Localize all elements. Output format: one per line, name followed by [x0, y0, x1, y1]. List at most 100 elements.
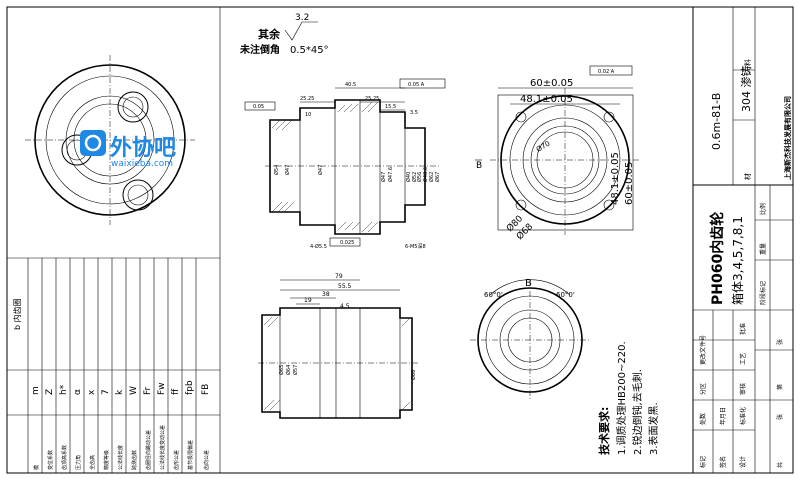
tech-req-title: 技术要求:	[597, 407, 611, 455]
tb-cell: 分区	[699, 383, 707, 395]
gear-label-x: x	[87, 389, 97, 395]
dim-4-5: 4.5	[340, 303, 350, 310]
section-b-view: B 60°0' 60°0'	[470, 278, 590, 400]
material: 304 渗铸	[739, 66, 753, 113]
table-row-label: 变位系数	[47, 450, 54, 470]
table-row-label: 压力角	[75, 455, 82, 470]
gear-label-fpb: fpb	[185, 380, 195, 395]
table-row-label: 齿形公差	[173, 450, 180, 470]
tb-cell: 设计	[739, 456, 747, 468]
company-name: 上海斯杰科技发展有限公司	[783, 96, 792, 180]
tb-cell: 张	[776, 339, 784, 345]
dim-40-5: 40.5	[345, 82, 356, 88]
table-row-label: 模	[33, 465, 40, 470]
dim-25-25-b: 25.25	[365, 96, 379, 102]
tech-req-item-1: 1.调质处理HB200~220.	[616, 341, 628, 455]
tol-frame-left: 0.05	[253, 104, 264, 110]
gear-params-header: b 内齿圈	[12, 298, 22, 330]
dim-79: 79	[335, 273, 343, 280]
angle-right: 60°0'	[556, 291, 575, 299]
surface-notes: 其余 3.2 未注倒角 0.5*45°	[239, 13, 329, 56]
dim-15-5: 15.5	[385, 104, 396, 110]
gear-label-z: Z	[45, 389, 55, 395]
dim-19: 19	[304, 297, 312, 304]
tech-req-item-2: 2.锐边倒钝,去毛刺.	[631, 369, 644, 455]
dim-10: 10	[305, 112, 311, 118]
end-view: 60±0.05 48.1±0.05 48.1±0.05 60±0.05 Ø80 …	[475, 65, 640, 242]
gear-parameter-table: b 内齿圈 m Z h* α x 7 k W Fr Fw ff fpb FB 模…	[7, 258, 220, 473]
tb-cell: 比例	[759, 203, 767, 215]
table-row-label: 齿向公差	[203, 450, 210, 470]
watermark-brand: 外协吧	[110, 135, 176, 161]
dim-48-v: 48.1±0.05	[610, 152, 621, 205]
gear-label-fb: FB	[201, 384, 211, 395]
tech-req-item-3: 3.表面发黑.	[647, 402, 660, 455]
gear-label-fw: Fw	[157, 382, 167, 395]
tol-frame-top: 0.05 A	[408, 82, 425, 88]
dim-right: Ø47	[380, 172, 387, 182]
tb-cell: 阶段标记	[759, 281, 767, 305]
dim-d47: Ø47	[284, 165, 291, 175]
dim-right: Ø40	[405, 172, 412, 182]
tb-cell: 审核	[739, 383, 747, 395]
dim-55-5: 55.5	[338, 283, 352, 290]
roughness-value: 3.2	[295, 13, 309, 23]
tb-cell: 第	[776, 384, 784, 390]
dim-right: Ø67	[434, 172, 441, 182]
dim-right: Ø56	[416, 172, 423, 182]
tb-cell: 标记	[699, 456, 707, 468]
tb-cell: 更改文件号	[699, 335, 707, 365]
tb-cell: 年月日	[719, 407, 727, 425]
table-row-label: 精度等级	[103, 450, 110, 470]
gear-label-w: W	[129, 386, 139, 395]
tb-cell: 签名	[719, 456, 727, 468]
dim-60-v: 60±0.05	[624, 162, 635, 205]
table-row-label: 基节极限偏差	[187, 440, 194, 470]
section-mark-b: B	[476, 161, 482, 171]
dim-d47b: Ø47	[317, 165, 324, 175]
table-row-label: 全齿高	[89, 455, 96, 470]
table-row-label: 公法线长度变动公差	[159, 425, 166, 470]
dim-right: Ø47.6	[387, 167, 394, 182]
dim-d57: Ø57	[292, 365, 299, 375]
dim-d65: Ø65	[278, 365, 285, 375]
note-thread: 6-M5深8	[405, 243, 426, 250]
table-row-label: 公法线长度	[117, 445, 124, 470]
tb-cell: 工艺	[739, 353, 747, 365]
table-row-label: 齿顶高系数	[61, 445, 68, 470]
roughness-prefix: 其余	[258, 27, 281, 41]
end-view-tol-frame: 0.02 A	[598, 69, 615, 75]
gear-label-k: k	[115, 389, 125, 395]
dim-d64: Ø64	[285, 365, 292, 375]
table-row-label: 跨测齿数	[131, 450, 138, 470]
tb-cell: 料	[743, 59, 752, 66]
table-row-label: 齿圈径向跳动公差	[145, 430, 152, 470]
dim-3-5: 3.5	[410, 110, 418, 116]
gear-label-fr: Fr	[143, 386, 153, 395]
dim-d54: Ø54	[273, 165, 280, 175]
section-view-upper: 40.5 25.25 25.25 15.5 3.5 10 Ø54 Ø47 Ø47…	[244, 78, 446, 250]
title-block: 0.6m-81-B 304 渗铸 上海斯杰科技发展有限公司 PH060内齿轮 箱…	[692, 7, 793, 473]
dim-25-25-a: 25.25	[300, 96, 314, 102]
flange-top-view	[25, 55, 195, 225]
technical-requirements: 技术要求: 1.调质处理HB200~220. 2.锐边倒钝,去毛刺. 3.表面发…	[597, 341, 660, 455]
tb-cell: 批准	[739, 323, 747, 335]
tb-cell: 重量	[759, 243, 767, 255]
watermark-url: waixieba.com	[111, 159, 173, 169]
dim-d70: Ø70	[535, 140, 551, 154]
part-desc: 箱体3,4,5,7,8,1	[730, 216, 745, 305]
part-name: PH060内齿轮	[709, 212, 726, 305]
gear-label-ff: ff	[171, 388, 181, 395]
dim-60-h: 60±0.05	[530, 78, 573, 89]
tb-cell: 共	[776, 462, 784, 468]
section-b-label: B	[525, 278, 532, 289]
section-view-lower: 79 55.5 38 19 4.5 Ø65 Ø64 Ø57 Ø66	[258, 273, 420, 419]
dim-right: Ø62	[428, 172, 435, 182]
tb-cell: 处数	[699, 413, 707, 425]
watermark: 外协吧 waixieba.com	[80, 130, 176, 169]
dim-right: Ø52	[411, 172, 418, 182]
chamfer-value: 0.5*45°	[290, 45, 329, 56]
tol-frame-bottom: 0.025	[340, 240, 354, 246]
gear-label-alpha: α	[73, 389, 83, 395]
